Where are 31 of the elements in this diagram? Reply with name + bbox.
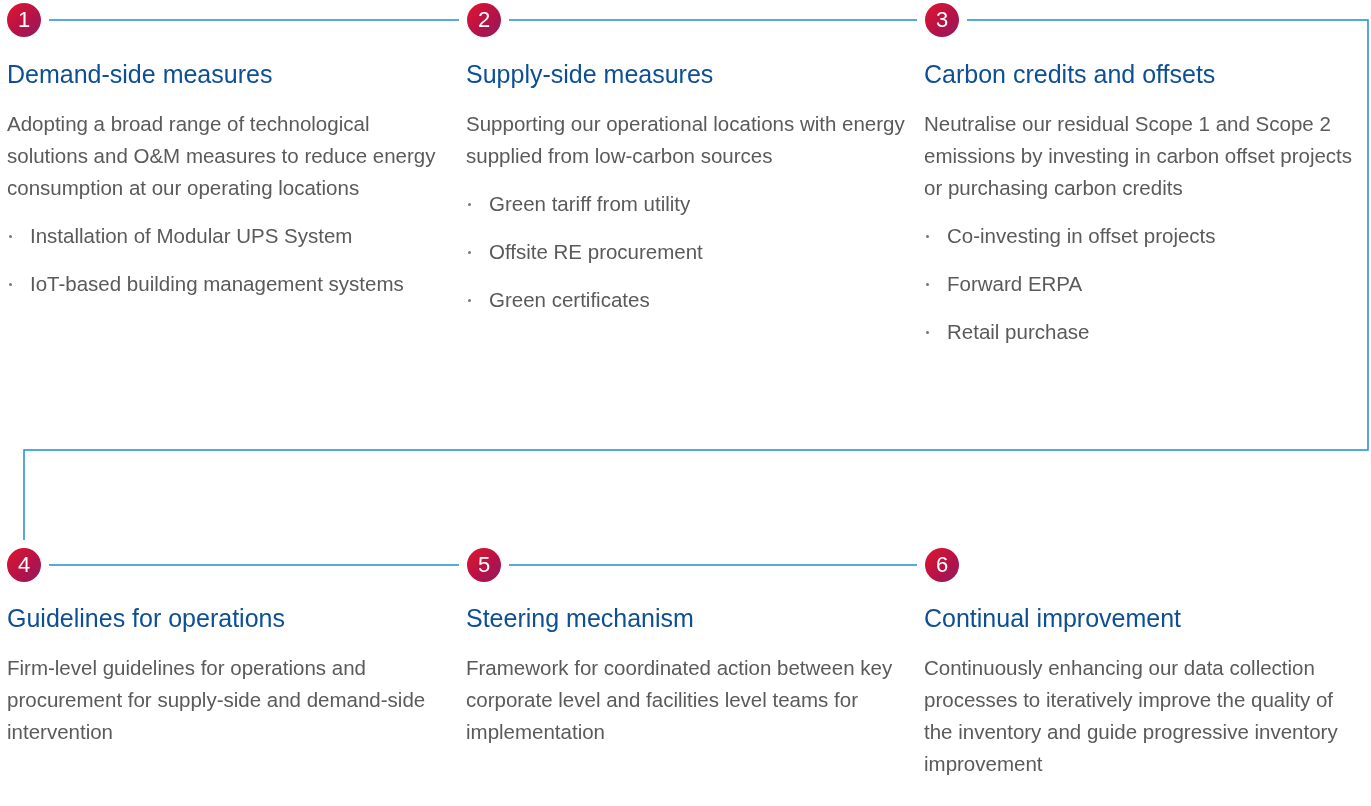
step-number-badge: 1 bbox=[7, 3, 41, 37]
step-description: Continuously enhancing our data collection processes to iteratively improve the quality of the inventory and guide progressive inventory improvement bbox=[924, 655, 1339, 777]
bullet-text: Forward ERPA bbox=[947, 271, 1083, 297]
connector-line bbox=[508, 19, 918, 21]
step-description: Neutralise our residual Scope 1 and Scope 2 emissions by investing in carbon offset projects or purchasing carbon credits bbox=[924, 111, 1354, 201]
connector-line bbox=[508, 564, 918, 566]
step-description: Framework for coordinated action between key corporate level and facilities level teams for implementation bbox=[466, 655, 894, 745]
bullet-text: Green certificates bbox=[489, 287, 650, 313]
bullet-text: Retail purchase bbox=[947, 319, 1090, 345]
step-heading: Steering mechanism bbox=[466, 603, 695, 634]
step-description: Adopting a broad range of technological solutions and O&M measures to reduce energy consumption at our operating locations bbox=[7, 111, 437, 201]
connector-line bbox=[48, 19, 460, 21]
bullet-text: Co-investing in offset projects bbox=[947, 223, 1216, 249]
step-heading: Carbon credits and offsets bbox=[924, 59, 1217, 90]
step-description: Firm-level guidelines for operations and procurement for supply-side and demand-side intervention bbox=[7, 655, 427, 745]
step-number-badge: 6 bbox=[925, 548, 959, 582]
bullet-text: Green tariff from utility bbox=[489, 191, 691, 217]
step-number-badge: 5 bbox=[467, 548, 501, 582]
bullet-text: Offsite RE procurement bbox=[489, 239, 703, 265]
step-number-badge: 2 bbox=[467, 3, 501, 37]
connector-line bbox=[23, 19, 1369, 541]
step-description: Supporting our operational locations with energy supplied from low-carbon sources bbox=[466, 111, 906, 169]
bullet-text: IoT-based building management systems bbox=[30, 271, 404, 297]
step-heading: Demand-side measures bbox=[7, 59, 274, 90]
step-number-badge: 3 bbox=[925, 3, 959, 37]
bullet-text: Installation of Modular UPS System bbox=[30, 223, 353, 249]
step-heading: Guidelines for operations bbox=[7, 603, 286, 634]
step-number-badge: 4 bbox=[7, 548, 41, 582]
step-heading: Continual improvement bbox=[924, 603, 1183, 634]
step-heading: Supply-side measures bbox=[466, 59, 715, 90]
connector-line bbox=[48, 564, 460, 566]
